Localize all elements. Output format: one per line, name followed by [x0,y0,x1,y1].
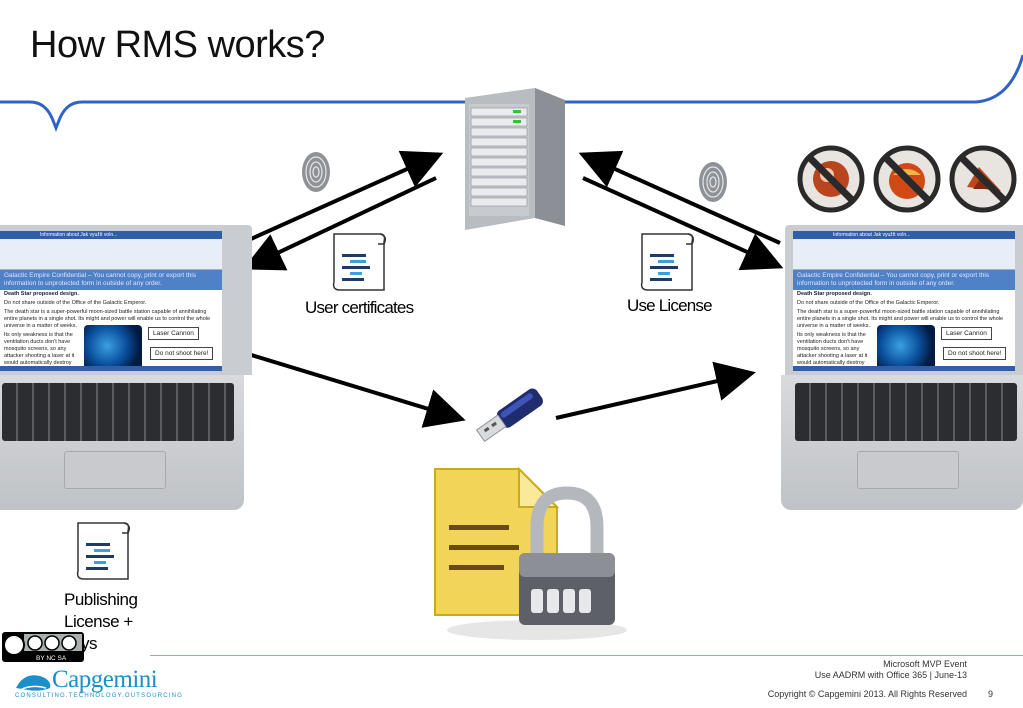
fingerprint-icon [302,152,330,192]
arrow-usb-to-right [555,361,756,420]
touchpad [857,451,959,489]
creative-commons-badge: BY NC SA [2,632,84,662]
certificate-icon [640,233,695,291]
confidential-banner: Galactic Empire Confidential – You canno… [793,270,1015,290]
ribbon [0,239,222,270]
page-number: 9 [988,689,994,699]
callout-laser-cannon: Laser Cannon [941,327,992,340]
doc-line: Its only weakness is that the ventilatio… [4,332,75,371]
window-title: Information about Jak využít voln... [793,231,1015,239]
callout-do-not-shoot: Do not shoot here! [150,347,214,360]
locked-document-icon [434,466,627,640]
server-icon [465,88,565,230]
doc-line: Do not share outside of the Office of th… [797,300,940,306]
doc-line: Do not share outside of the Office of th… [4,300,147,306]
certificate-icon [76,522,131,580]
callout-laser-cannon: Laser Cannon [148,327,199,340]
capgemini-logo-wordmark: Capgemini [52,666,158,693]
footer-event: Microsoft MVP Event Use AADRM with Offic… [815,659,967,681]
footer-rule [150,655,1023,656]
doc-line: The death star is a super-powerful moon-… [797,309,1004,329]
no-copy-icon [873,145,941,213]
death-star-image [84,325,142,371]
usb-drive-icon [475,388,543,443]
label-publishing-line1: Publishing [64,590,138,609]
status-bar [793,366,1015,371]
status-bar [0,366,222,371]
arrow-right-to-server [578,150,781,245]
arrow-left-to-server [241,150,444,245]
laptop-left: Information about Jak využít voln... Gal… [0,225,252,510]
window-title: Information about Jak využít voln... [0,231,222,239]
fingerprint-icon [699,162,727,202]
label-publishing-line2: License + [64,612,133,631]
arrow-server-to-left [242,176,437,271]
label-use-license: Use License [627,296,713,315]
footer-event-title: Microsoft MVP Event [883,659,967,669]
cc-label: BY NC SA [36,655,67,662]
capgemini-logo-icon [16,675,51,691]
callout-do-not-shoot: Do not shoot here! [943,347,1007,360]
ribbon [793,239,1015,270]
keyboard [795,383,1017,441]
laptop-right: Information about Jak využít voln... Gal… [781,225,1023,510]
footer-event-subtitle: Use AADRM with Office 365 | June-13 [814,670,967,680]
death-star-image [877,325,935,371]
doc-line: The death star is a super-powerful moon-… [4,309,211,329]
arrow-server-to-right [582,176,784,271]
doc-line: Its only weakness is that the ventilatio… [797,332,868,371]
confidential-banner: Galactic Empire Confidential – You canno… [0,270,222,290]
footer-copyright: Copyright © Capgemini 2013. All Rights R… [767,689,967,699]
arrow-left-to-usb [234,348,466,428]
certificate-icon [332,233,387,291]
touchpad [64,451,166,489]
label-user-certificates: User certificates [305,298,414,317]
keyboard [2,383,234,441]
no-forward-icon [949,145,1017,213]
header-curve [0,54,1023,133]
doc-heading: Death Star proposed design. [797,291,872,297]
doc-heading: Death Star proposed design. [4,291,79,297]
capgemini-logo-tagline: CONSULTING.TECHNOLOGY.OUTSOURCING [15,693,184,699]
no-print-icon [797,145,865,213]
laptop-screen: Information about Jak využít voln... Gal… [793,231,1015,371]
laptop-screen: Information about Jak využít voln... Gal… [0,231,222,371]
page-title: How RMS works? [30,24,325,66]
